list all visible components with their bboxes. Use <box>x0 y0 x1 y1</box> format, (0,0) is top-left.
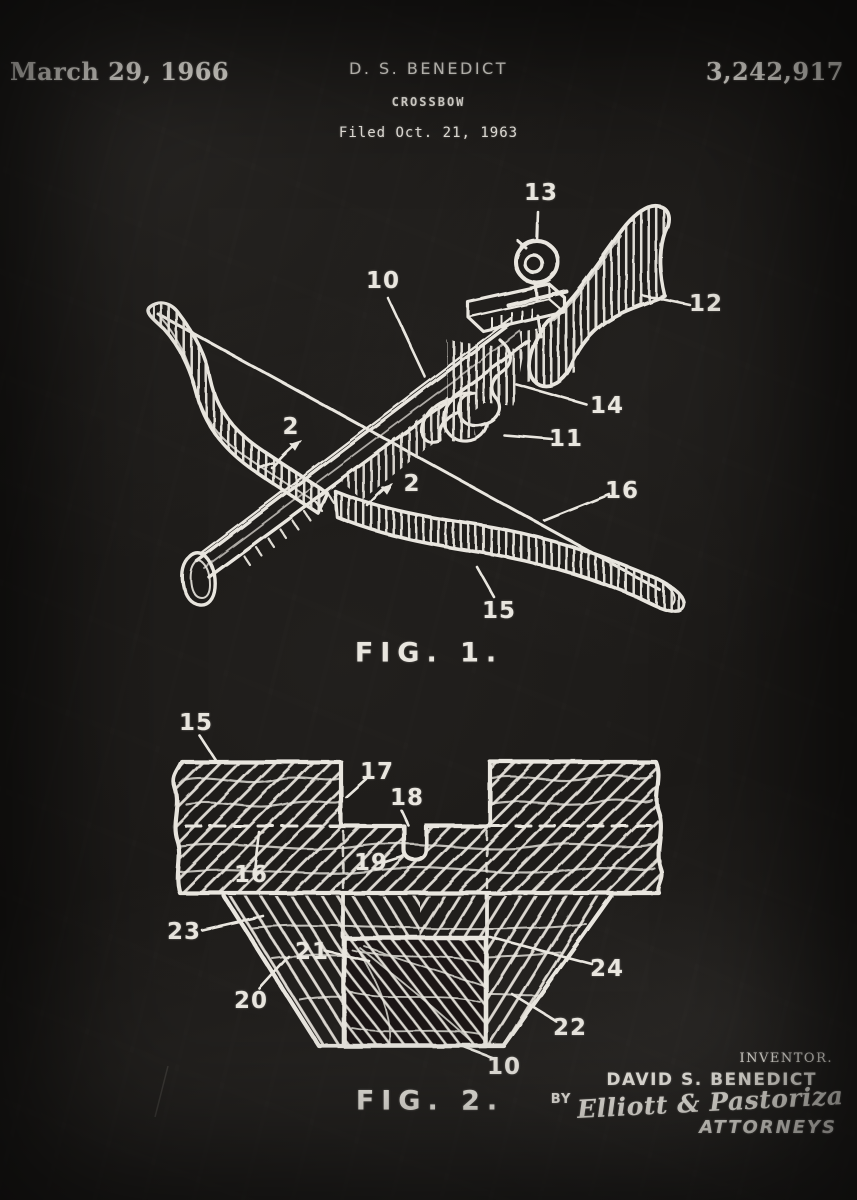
fig2-label-20: 20 <box>233 988 269 1014</box>
trigger-hatch <box>446 394 476 442</box>
fig2-label-18: 18 <box>389 785 425 811</box>
applicant-name: D. S. BENEDICT <box>349 59 508 78</box>
bow-limb-lower-tip <box>663 583 676 605</box>
fig1-label-11: 11 <box>548 426 584 452</box>
figure1-drawing <box>145 203 692 613</box>
fig2-label-10: 10 <box>486 1054 522 1080</box>
fig2-label-19: 19 <box>353 850 389 876</box>
attorney-signature-line: BY Elliott & Pastoriza <box>550 1081 844 1124</box>
patent-number: 3,242,917 <box>705 57 844 86</box>
fig1-label-10: 10 <box>365 268 401 294</box>
fig1-label-16: 16 <box>604 478 640 504</box>
fig1-label-14: 14 <box>589 393 625 419</box>
inventor-name: DAVID S. BENEDICT <box>606 1070 817 1090</box>
arrow-head-2b <box>380 483 393 495</box>
fig1-label-12: 12 <box>688 291 724 317</box>
filing-date: Filed Oct. 21, 1963 <box>338 125 519 141</box>
figure2-caption: FIG. 2. <box>355 1085 505 1117</box>
sight-bracket-ticks <box>491 308 533 329</box>
wood-grain-band <box>178 774 656 875</box>
hidden-lines <box>184 824 653 891</box>
fig2-label-21: 21 <box>294 939 330 965</box>
fig2-label-16: 16 <box>233 862 269 888</box>
stock-front-face-inner <box>189 559 211 599</box>
invention-title: CROSSBOW <box>391 95 466 109</box>
fig2-upper-band <box>171 759 665 896</box>
inventor-heading: INVENTOR. <box>739 1051 833 1066</box>
fig2-label-24: 24 <box>589 956 625 982</box>
fig1-label-2b: 2 <box>403 471 421 497</box>
fig2-leader-lines <box>198 734 594 1060</box>
issue-date: March 29, 1966 <box>10 57 230 86</box>
stock-rail <box>195 316 531 579</box>
chalk-scratch <box>154 1065 169 1118</box>
arrow-head-2a <box>289 440 302 452</box>
fig1-label-15: 15 <box>481 598 517 624</box>
buttstock <box>527 203 671 388</box>
by-label: BY <box>550 1092 572 1107</box>
figure1-caption: FIG. 1. <box>354 637 504 669</box>
fig2-label-22: 22 <box>552 1015 588 1041</box>
fig2-label-23: 23 <box>166 919 202 945</box>
bow-limb-upper <box>145 300 329 515</box>
attorneys-label: ATTORNEYS <box>699 1117 837 1138</box>
bow-limb-upper-ridge <box>158 314 317 503</box>
stock-front-face <box>180 551 217 607</box>
fig1-label-2a: 2 <box>282 414 300 440</box>
fig1-label-13: 13 <box>523 180 559 206</box>
fig2-label-17: 17 <box>359 759 395 785</box>
bow-limb-lower <box>333 489 686 613</box>
fig2-label-15: 15 <box>178 710 214 736</box>
buttstock-top-line <box>552 235 622 322</box>
figure2-drawing <box>171 734 665 1060</box>
stock-underside-ticks <box>242 492 336 567</box>
